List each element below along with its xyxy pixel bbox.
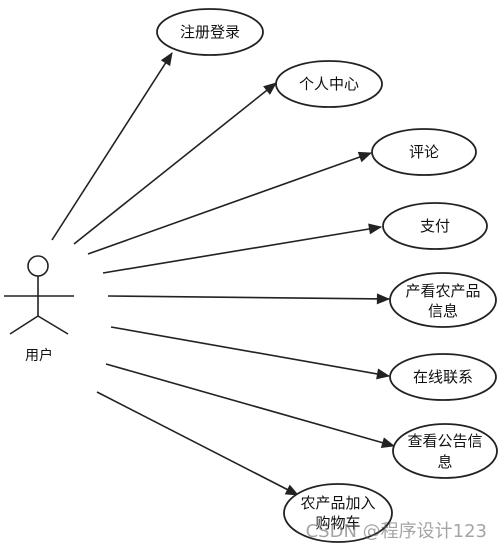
actor-user: 用户 (4, 255, 74, 364)
use-case-ellipse[interactable] (371, 128, 477, 176)
use-case-label-line-1: 查看公告信 (407, 432, 482, 450)
use-case-label-line-1: 产看农产品 (405, 282, 480, 300)
use-case-ellipse[interactable] (389, 272, 497, 328)
actor-left-leg (9, 315, 39, 335)
use-case-label: 在线联系 (413, 368, 473, 386)
watermark: CSDN @程序设计123 (305, 521, 487, 542)
arrow-payment (102, 223, 383, 274)
use-case-label: 支付 (420, 217, 450, 235)
use-case-ellipse[interactable] (283, 483, 393, 543)
use-case-label: 注册登录 (180, 23, 240, 41)
arrow-view-notice-info (105, 363, 396, 448)
use-case-label-line-2: 购物车 (315, 514, 360, 532)
use-case-comment[interactable]: 评论 (371, 128, 477, 176)
arrow-comment (87, 151, 373, 255)
use-case-label-line-2: 信息 (428, 302, 458, 320)
use-case-label-line-1: 农产品加入 (300, 494, 375, 512)
actor-head (27, 255, 49, 277)
use-case-payment[interactable]: 支付 (382, 202, 488, 250)
use-case-label-line-2: 息 (437, 453, 452, 471)
use-case-label: 评论 (409, 143, 439, 161)
arrow-add-to-cart (96, 391, 299, 496)
use-case-ellipse[interactable] (392, 423, 498, 479)
use-case-ellipse[interactable] (156, 8, 264, 56)
use-case-ellipse[interactable] (275, 60, 383, 108)
use-case-ellipse[interactable] (389, 353, 497, 401)
use-case-register-login[interactable]: 注册登录 (156, 8, 264, 56)
arrow-online-contact (110, 326, 391, 380)
arrow-register-login (51, 52, 173, 241)
arrow-personal-center (73, 82, 277, 245)
use-case-view-product-info[interactable]: 产看农产品 信息 (389, 272, 497, 328)
use-case-label: 个人中心 (299, 75, 359, 93)
use-case-view-notice-info[interactable]: 查看公告信 息 (392, 423, 498, 479)
actor-right-leg (37, 315, 69, 335)
use-case-online-contact[interactable]: 在线联系 (389, 353, 497, 401)
arrow-view-product-info (107, 293, 391, 305)
use-case-personal-center[interactable]: 个人中心 (275, 60, 383, 108)
actor-label: 用户 (25, 347, 53, 364)
associations (51, 52, 396, 496)
use-case-add-to-cart[interactable]: 农产品加入 购物车 (283, 483, 393, 543)
use-case-ellipse[interactable] (382, 202, 488, 250)
